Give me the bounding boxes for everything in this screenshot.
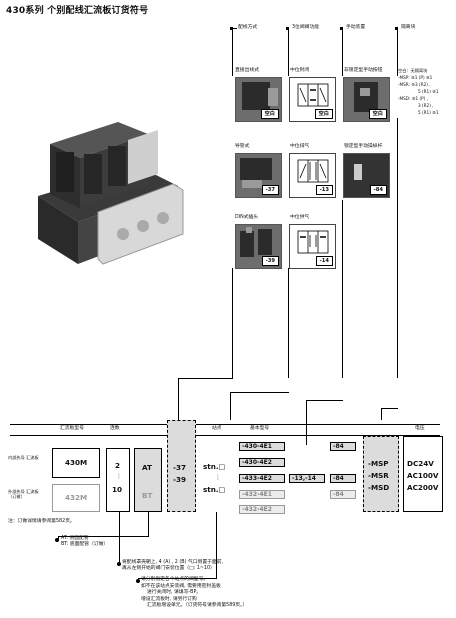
base-model-433-4e2: -433-4E2 <box>239 474 285 483</box>
wiring-direct-image: 空白 <box>235 77 282 122</box>
wiring-option-label: DIN式插头 <box>235 215 259 220</box>
column-manifold-model: 汇流板型号 <box>60 426 84 431</box>
bullet-station <box>136 579 140 583</box>
block-option-msd-2: 3 (R2) , <box>418 103 434 108</box>
header-wiring: 配线方式 <box>238 25 258 30</box>
bullet-station-line3: 进行关闭时, 请填写-BP。 <box>147 590 202 595</box>
wiring-option-label: 导管式 <box>235 144 250 149</box>
voltage-box: DC24V AC100V AC200V <box>403 436 443 512</box>
station-position-box: stn.□ ⋮ stn.□ <box>201 436 233 512</box>
function-code: -14 <box>315 256 333 266</box>
column-voltage: 电压 <box>415 426 425 431</box>
piping-bt: BT <box>142 491 153 500</box>
wiring-code: -37 <box>261 185 279 195</box>
block-option-msp: -MSP: ⑩1 (P) ⑩1 <box>398 75 433 80</box>
piping-type-box: AT BT <box>134 448 162 512</box>
function-code: -13 <box>315 185 333 195</box>
manifold-model-430m: 430M <box>52 448 100 478</box>
manual-non-locking-image: 空白 <box>343 77 390 122</box>
wiring-code: 空白 <box>260 109 279 119</box>
wiring-conduit-image: -37 <box>235 153 282 198</box>
station-count-box: 2 ⋮ 10 <box>106 448 130 512</box>
page-title: 430系列 个别配线汇流板订货符号 <box>6 6 149 16</box>
base-model-432-4e2: -432-4E2 <box>239 505 285 514</box>
manual-code-cell: -84 <box>330 474 356 483</box>
bullet-station-line4: 增设汇流板时, 请另行订购 <box>141 597 197 602</box>
base-model-430-4e2: -430-4E2 <box>239 458 285 467</box>
manifold-model-432m: 432M <box>52 484 100 512</box>
bullet-orientation-line1: 将配线罩壳朝上, 4 (A) , 2 (B) 气口侧置于面前, <box>122 560 224 565</box>
function-code: 空白 <box>314 109 333 119</box>
header-function: 3位阀阀功能 <box>292 25 320 30</box>
bullet-piping <box>55 538 59 542</box>
valve-pressure-center-symbol: -14 <box>289 224 336 269</box>
block-option-msr-2: 5 (R1) ⑩1 <box>418 89 439 94</box>
manual-code: -84 <box>369 185 387 195</box>
bullet-station-line1: 请分别指定各个站点的阀型号。 <box>141 577 209 582</box>
block-option-msd: -MSD: ⑩1 (P) , <box>398 96 428 101</box>
wiring-option-label: 直接出线式 <box>235 68 259 73</box>
block-option-msr: -MSR: ⑩3 (R2) , <box>398 82 431 87</box>
base-model-432-4e1: -432-4E1 <box>239 490 285 499</box>
manual-option-label: 非锁定型手动按钮 <box>344 68 383 73</box>
wiring-din-image: -39 <box>235 224 282 269</box>
function-code-cell: -13,-14 <box>289 474 325 483</box>
block-code-box: -MSP -MSR -MSD <box>363 436 399 512</box>
function-option-label: 中位供气 <box>290 215 310 220</box>
manual-code: 空白 <box>368 109 387 119</box>
wiring-code: -39 <box>261 256 279 266</box>
valve-closed-center-symbol: 空白 <box>289 77 336 122</box>
bullet-orientation-line2: 再从左侧开始的阀门安装位置（□: 1~10） <box>122 566 215 571</box>
valve-exhaust-center-symbol: -13 <box>289 153 336 198</box>
header-block: 隔离块 <box>401 25 416 30</box>
note-text: 注：订做详情请参阅第582页。 <box>8 519 75 524</box>
block-option-blank: 空白：无隔离块 <box>398 68 428 73</box>
column-station-no: 站点 <box>212 426 222 431</box>
column-stations: 连数 <box>110 426 120 431</box>
bullet-piping-line2: BT: 底面配管（订做） <box>61 542 109 547</box>
wiring-code-box: -37 -39 <box>167 420 196 512</box>
function-option-label: 中位封闭 <box>290 68 310 73</box>
manual-code-cell: -84 <box>330 442 356 451</box>
manual-locking-image: -84 <box>343 153 390 198</box>
base-model-430-4e1: -430-4E1 <box>239 442 285 451</box>
bullet-piping-line1: AT: 侧面配管 <box>61 536 89 541</box>
manual-code-cell: -84 <box>330 490 356 499</box>
block-option-msd-3: 5 (R1) ⑩1 <box>418 110 439 115</box>
manual-option-label: 锁定型手动操纵杆 <box>344 144 383 149</box>
bullet-station-line2: 如不在该站点安装阀, 需要用密封盖板 <box>141 584 221 589</box>
manifold-product-image <box>38 122 184 265</box>
column-base-model: 基本型号 <box>250 426 270 431</box>
row-external-pilot-label: 外部先导 汇流板 （订做） <box>8 489 39 500</box>
function-option-label: 中位排气 <box>290 144 310 149</box>
bullet-orientation <box>117 562 121 566</box>
bullet-station-line5: 汇流板增设单元。（订货符号请参阅第589页。） <box>147 603 248 608</box>
piping-at: AT <box>142 463 152 472</box>
header-manual: 手动装置 <box>346 25 366 30</box>
row-internal-pilot-label: 内部先导 汇流板 <box>8 455 39 460</box>
